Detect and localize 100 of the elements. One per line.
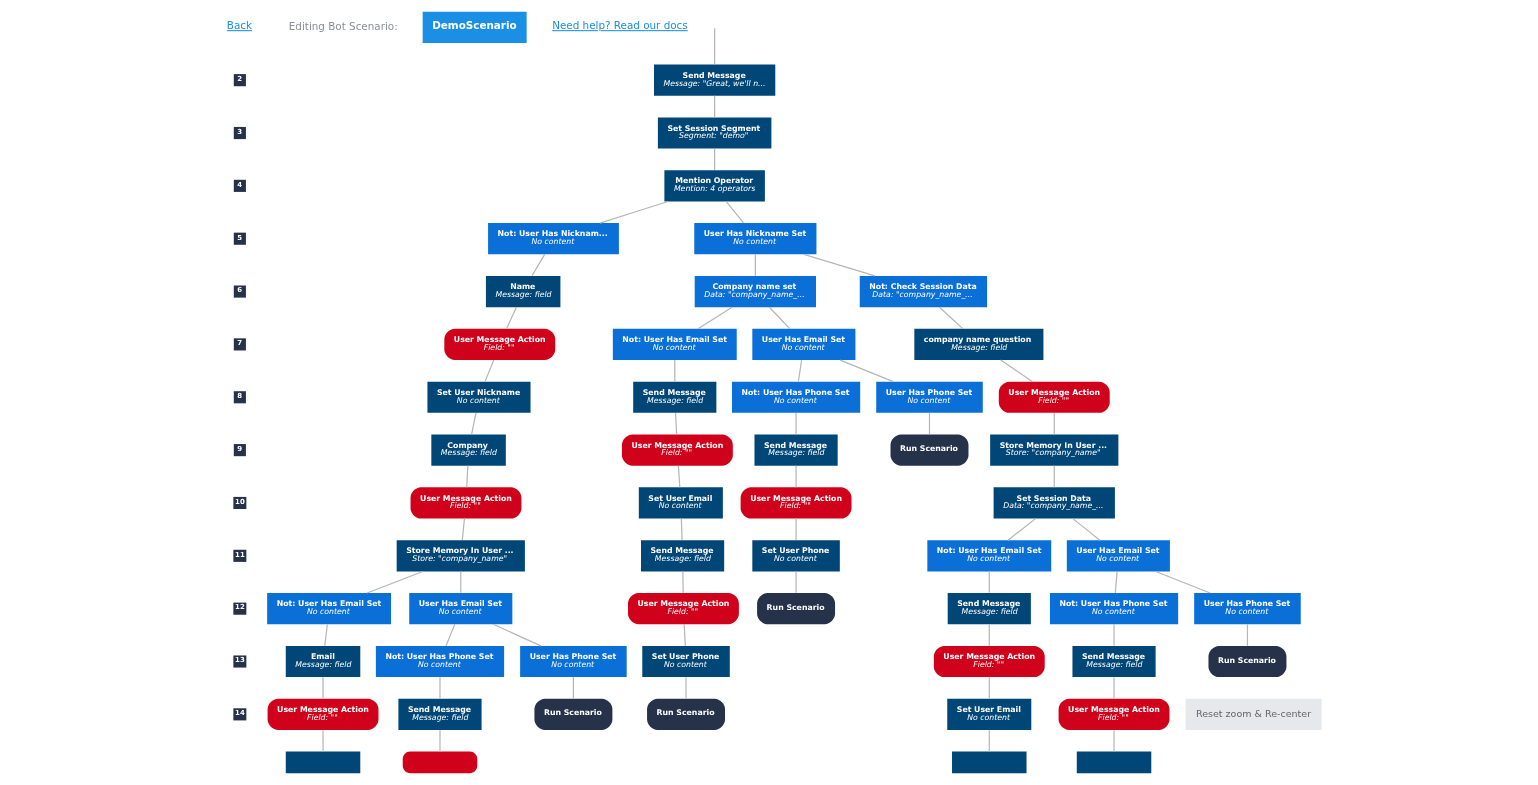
connector	[714, 148, 716, 171]
connector	[1053, 465, 1055, 488]
connector	[1113, 729, 1115, 753]
connector	[685, 676, 687, 700]
connector	[714, 27, 716, 66]
node-box: User Has Phone Set No content	[1194, 593, 1301, 625]
node-box: Set User Email No content	[638, 487, 723, 519]
connector	[492, 623, 542, 647]
connector	[714, 95, 716, 118]
connector	[683, 623, 686, 647]
connector	[795, 412, 797, 435]
connector	[928, 412, 931, 435]
node-box	[952, 751, 1027, 774]
connector	[460, 570, 462, 594]
node-box: Run Scenario	[890, 434, 969, 466]
node-box: Set User Phone No content	[642, 645, 730, 678]
connector	[599, 200, 669, 224]
node-box: Send Message Message: field	[1072, 645, 1156, 678]
connector	[366, 570, 424, 594]
node-box: Email Message: field	[285, 645, 361, 678]
node-box: Mention Operator Mention: 4 operators	[664, 170, 765, 202]
connector	[988, 729, 990, 753]
label: Reset zoom & Re-center	[1195, 707, 1312, 719]
node-box: Send Message Message: field	[754, 434, 838, 466]
node-box: Run Scenario	[757, 593, 836, 625]
node-box: company name question Message: field	[914, 328, 1044, 360]
connector	[322, 676, 324, 700]
node-box: Send Message Message: "Great, we'll n...	[654, 64, 776, 96]
connector	[439, 676, 441, 700]
connector	[938, 306, 964, 330]
connector	[795, 518, 797, 541]
connector	[803, 253, 876, 277]
node-box	[402, 751, 478, 774]
connector	[768, 306, 791, 330]
connector	[572, 676, 574, 700]
connector	[531, 253, 546, 277]
connector	[725, 200, 745, 224]
connector	[795, 465, 797, 488]
node-box: Company name set Data: "company_name_...	[694, 275, 816, 308]
node-box: Name Message: field	[485, 275, 561, 308]
connector	[697, 306, 733, 330]
node-box: User Message Action Field: ""	[410, 487, 522, 519]
node-box: Store Memory In User ... Store: "company_name"	[396, 540, 525, 572]
connector	[484, 359, 495, 383]
connector	[1007, 518, 1037, 541]
connector	[797, 359, 803, 383]
node-box: Send Message Message: field	[641, 540, 725, 572]
node-box: User Message Action Field: ""	[998, 381, 1110, 413]
connector	[839, 359, 894, 383]
node-box: Store Memory In User ... Store: "company_name"	[990, 434, 1119, 466]
connector	[988, 570, 990, 594]
connector	[324, 623, 328, 647]
label: Editing Bot Scenario:	[288, 20, 398, 33]
node-box: User Message Action Field: ""	[621, 434, 733, 466]
connector	[988, 623, 990, 647]
node-box: User Message Action Field: ""	[740, 487, 852, 519]
connector	[795, 570, 797, 594]
label: Back	[226, 19, 253, 32]
node-box	[1076, 751, 1152, 774]
connector	[674, 359, 676, 383]
node-box: Set User Phone No content	[752, 540, 840, 572]
node-box: User Message Action Field: ""	[267, 698, 379, 730]
connector	[988, 676, 990, 700]
connector	[461, 518, 466, 541]
node-box: Not: User Has Email Set No content	[267, 593, 392, 625]
node-box	[285, 751, 361, 774]
node-box: User Message Action Field: ""	[628, 593, 739, 625]
connector	[1072, 518, 1101, 541]
connector	[754, 253, 756, 277]
node-box: User Message Action Field: ""	[1058, 698, 1170, 730]
node-box: Not: User Has Email Set No content	[612, 328, 737, 360]
node-box: Run Scenario	[647, 698, 726, 730]
node-box: Send Message Message: field	[947, 593, 1031, 625]
connector	[1114, 570, 1118, 594]
connector	[445, 623, 456, 647]
node-box: Not: User Has Phone Set No content	[1049, 593, 1179, 625]
node-box: User Message Action Field: ""	[444, 328, 556, 360]
connector	[674, 412, 678, 435]
connector	[1155, 570, 1211, 594]
connector	[680, 518, 683, 541]
node-box: Company Message: field	[431, 434, 506, 466]
node-box: Set Session Data Data: "company_name_...	[993, 487, 1115, 519]
node-box: Send Message Message: field	[398, 698, 482, 730]
node-box: Not: User Has Phone Set No content	[731, 381, 861, 413]
label: Need help? Read our docs	[552, 19, 688, 32]
node-box: User Has Email Set No content	[409, 593, 513, 625]
node-box: User Message Action Field: ""	[933, 645, 1045, 678]
node-box: User Has Email Set No content	[752, 328, 856, 360]
node-box: User Has Nickname Set No content	[694, 223, 817, 255]
node-box: Run Scenario	[534, 698, 613, 730]
connector	[682, 570, 684, 594]
connector	[1053, 412, 1055, 435]
connector	[1113, 623, 1115, 647]
node-box: Send Message Message: field	[633, 381, 717, 413]
connector	[677, 465, 681, 488]
connector	[322, 729, 324, 753]
node-box: Set User Email No content	[947, 698, 1032, 730]
node-box: Run Scenario	[1208, 645, 1287, 678]
connector	[506, 306, 517, 330]
node-box: Not: Check Session Data Data: "company_name_...	[859, 275, 988, 308]
